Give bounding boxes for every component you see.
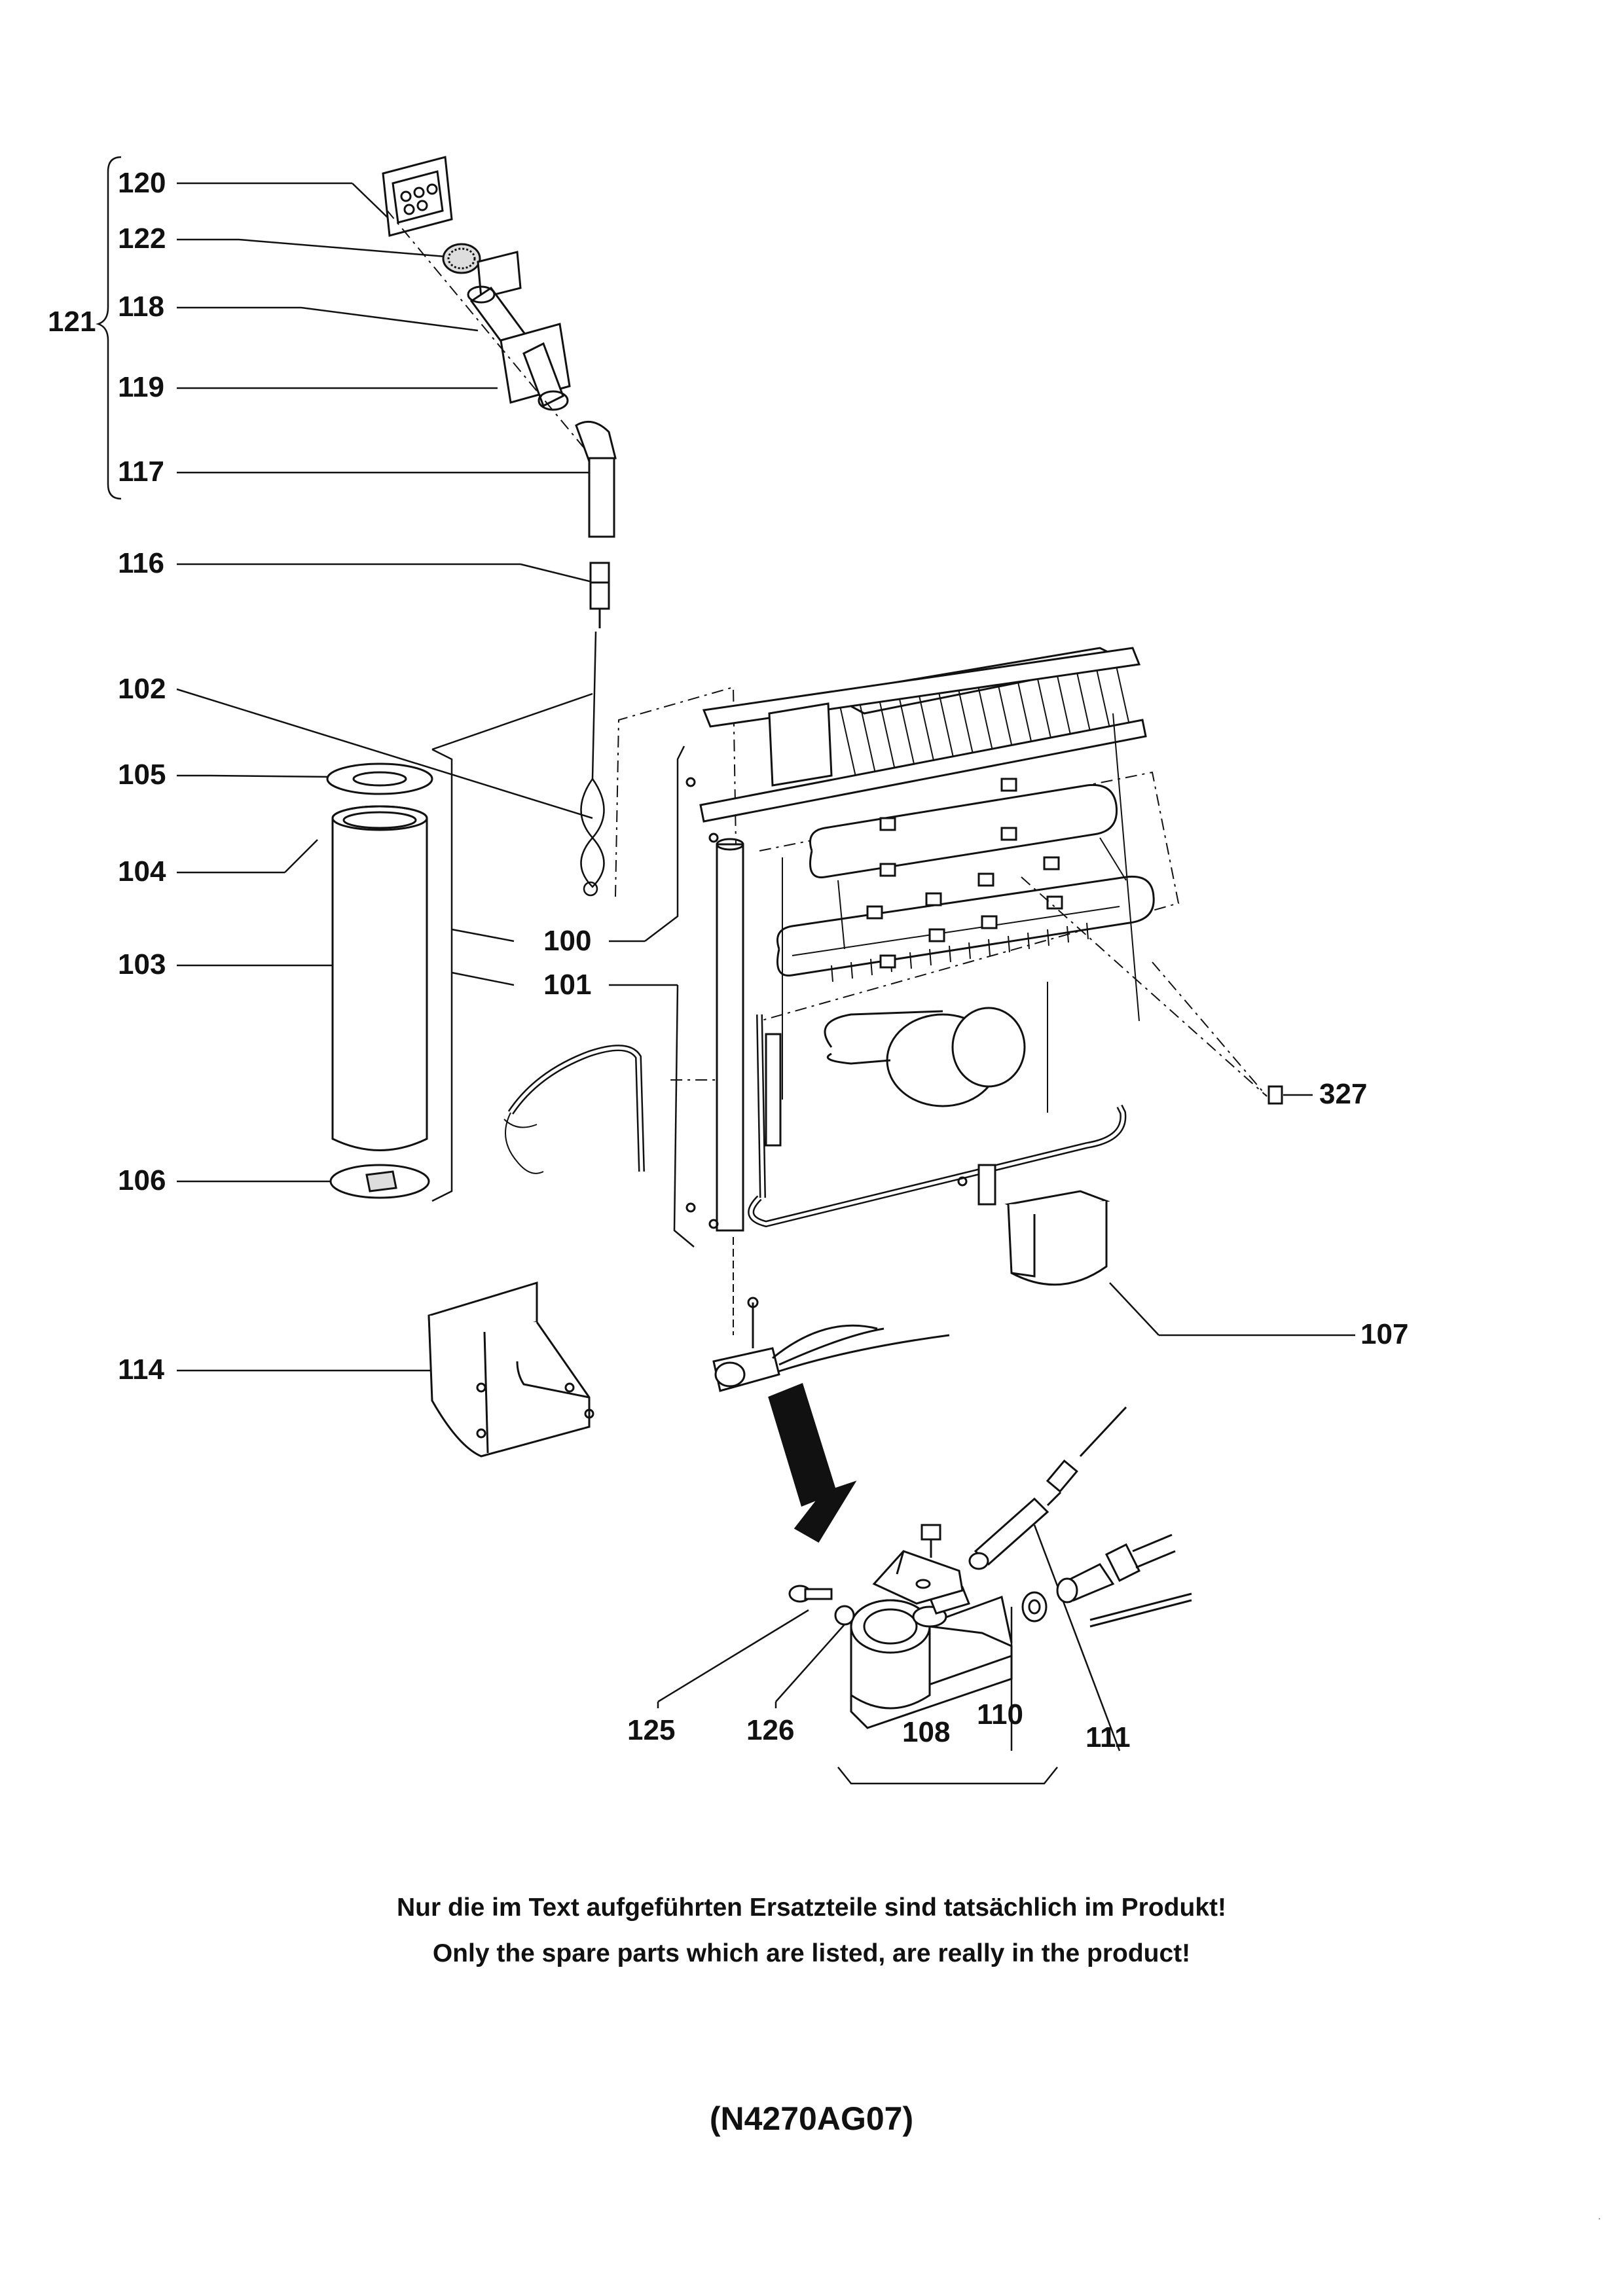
burner-assembly [714,1237,949,1391]
centerline-flue [386,209,593,458]
electrode-111 [970,1407,1126,1569]
label-120: 120 [118,167,166,199]
gas-tube-101 [504,1048,642,1174]
label-126: 126 [746,1714,795,1746]
label-108: 108 [902,1716,951,1748]
label-125: 125 [627,1714,676,1746]
label-119: 119 [118,371,164,403]
thermocouple-tip [1090,1594,1192,1626]
label-107: 107 [1360,1318,1409,1350]
flue-elbow-117 [576,422,615,537]
cover-107 [1008,1191,1106,1285]
screw-top [922,1525,940,1558]
bracket-108 [838,1767,1057,1784]
label-110: 110 [977,1698,1023,1731]
label-327: 327 [1319,1078,1368,1110]
label-117: 117 [118,456,164,488]
label-101: 101 [543,969,592,1001]
flue-grid-122 [443,244,480,273]
label-111: 111 [1085,1721,1131,1753]
label-104: 104 [118,855,166,888]
document-code: (N4270AG07) [709,2100,914,2137]
washer-126 [835,1606,854,1624]
direction-arrow [769,1384,854,1541]
screw-125 [790,1586,831,1602]
label-100: 100 [543,925,592,957]
label-121: 121 [48,306,96,338]
label-116: 116 [118,547,164,579]
spare-parts-note-english: Only the spare parts which are listed, a… [432,1939,1191,1967]
label-114: 114 [118,1354,164,1386]
shield-114 [429,1283,593,1456]
burner-detail-108 [851,1587,1012,1728]
label-102: 102 [118,673,166,705]
bracket-121 [98,157,121,499]
flue-cover-120 [383,157,452,236]
burner-bracket [874,1551,962,1604]
label-106: 106 [118,1164,166,1196]
clip-327 [1269,1086,1282,1103]
cooling-unit-assembly [687,648,1267,1230]
bottom-plate-106 [331,1165,429,1198]
connector-116 [591,563,609,628]
corner-mark: · [1597,2212,1601,2225]
label-105: 105 [118,759,166,791]
spare-parts-note-german: Nur die im Text aufgeführten Ersatzteile… [396,1893,1226,1922]
label-122: 122 [118,223,166,255]
label-103: 103 [118,948,166,980]
gasket-105 [327,764,432,794]
bracket-100-101 [432,694,694,1247]
dashed-link [615,687,740,1080]
flue-plate-119 [501,324,570,410]
insulation-tube-103 [333,806,427,1151]
label-118: 118 [118,291,164,323]
washer-110 [1023,1592,1046,1621]
thermocouple-102 [581,632,604,895]
gas-nipple [1057,1535,1175,1602]
leader-lines [177,183,1355,1751]
